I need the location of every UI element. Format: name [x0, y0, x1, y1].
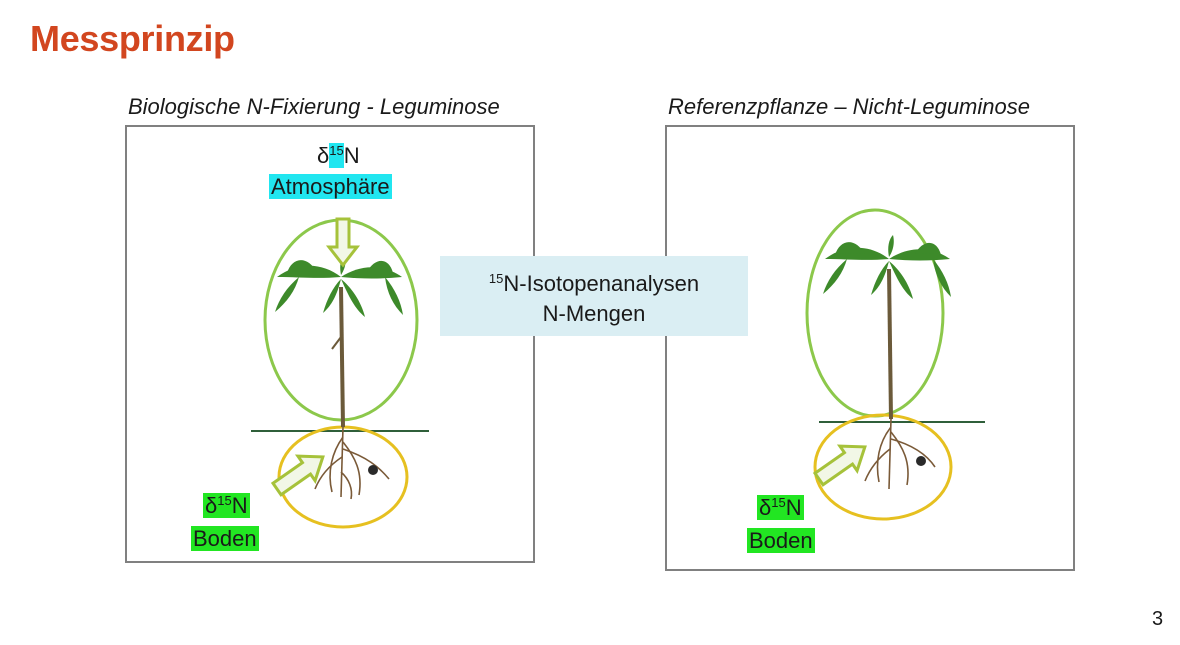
page-number: 3 [1152, 608, 1164, 630]
left-panel-subtitle: Biologische N-Fixierung - Leguminose [128, 94, 500, 119]
shoot-ellipse [805, 208, 945, 418]
right-soil-delta-label: δ15N [757, 495, 804, 520]
left-panel: δ15N Atmosphäre δ15N Boden [125, 125, 535, 563]
isotope-analysis-line2: N-Mengen [542, 301, 646, 326]
slide-title: Messprinzip [30, 18, 235, 59]
left-soil-delta-label: δ15N [203, 493, 250, 518]
right-panel: δ15N Boden [665, 125, 1075, 571]
isotope-analysis-box: 15N-Isotopenanalysen N-Mengen [440, 256, 748, 336]
arrow-down-icon [325, 217, 361, 268]
right-panel-subtitle: Referenzpflanze – Nicht-Leguminose [668, 94, 1030, 119]
root-ellipse [813, 413, 953, 521]
arrow-diagonal-icon [270, 454, 325, 497]
legume-plant-illustration [251, 217, 429, 529]
reference-plant-illustration [805, 208, 985, 521]
right-soil-label: Boden [747, 528, 815, 553]
atmosphere-delta-label: δ15N [317, 143, 360, 168]
arrow-diagonal-icon [812, 444, 867, 487]
isotope-analysis-line1: 15N-Isotopenanalysen [488, 271, 700, 296]
left-soil-label: Boden [191, 526, 259, 551]
delta-symbol: δ [317, 143, 330, 168]
atmosphere-label: Atmosphäre [269, 174, 392, 199]
plant-image [275, 253, 403, 500]
plant-image [823, 235, 951, 490]
